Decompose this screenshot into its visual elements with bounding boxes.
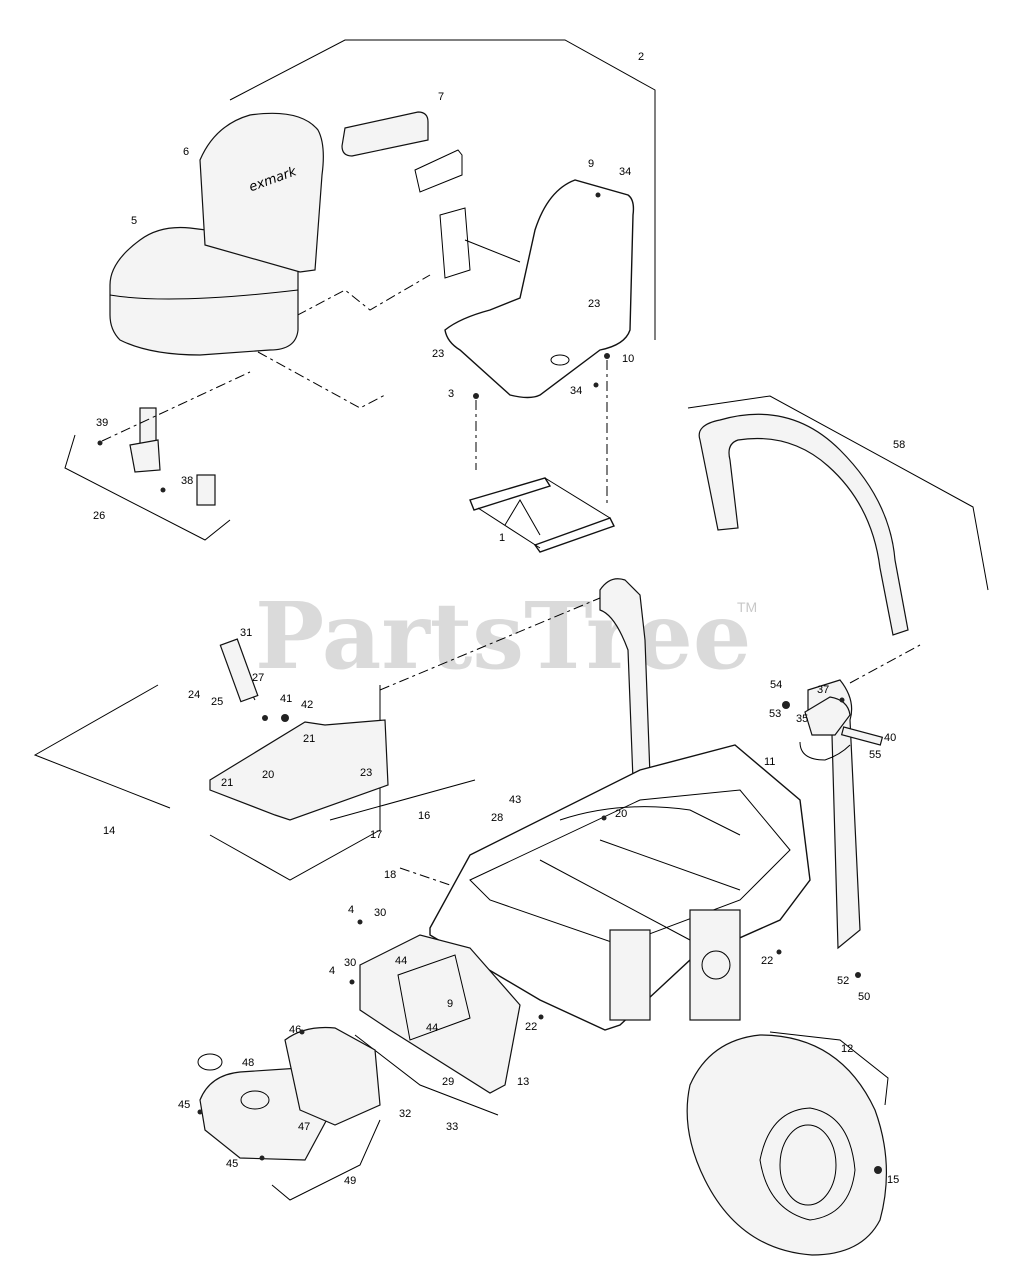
watermark-text: PartsTree	[255, 582, 751, 690]
seat-back: exmark	[199, 112, 324, 273]
label-11: 11	[764, 756, 775, 768]
label-25: 25	[211, 696, 223, 708]
label-13: 13	[517, 1076, 529, 1088]
label-30b: 30	[344, 957, 356, 969]
rops-bar	[687, 395, 989, 636]
label-40: 40	[884, 732, 896, 744]
label-20a: 20	[262, 769, 274, 781]
label-58: 58	[893, 439, 905, 451]
watermark-tm: TM	[737, 599, 757, 615]
label-42: 42	[301, 699, 313, 711]
label-47: 47	[298, 1121, 310, 1133]
rear-tire	[686, 1031, 889, 1256]
label-39: 39	[96, 417, 108, 429]
linkage-leader-2	[399, 867, 451, 886]
label-4a: 4	[348, 904, 354, 916]
seat-cushion	[109, 226, 299, 356]
label-46: 46	[289, 1024, 301, 1036]
label-38: 38	[181, 475, 193, 487]
label-34a: 34	[619, 166, 631, 178]
label-54: 54	[770, 679, 782, 691]
label-10: 10	[622, 353, 634, 365]
label-4b: 4	[329, 965, 335, 977]
label-3: 3	[448, 388, 454, 400]
frame	[429, 744, 811, 1031]
label-27: 27	[252, 672, 264, 684]
label-28: 28	[491, 812, 503, 824]
label-31: 31	[240, 627, 252, 639]
label-12: 12	[841, 1043, 853, 1055]
label-9b: 9	[447, 998, 453, 1010]
label-7: 7	[438, 91, 444, 103]
label-20b: 20	[615, 808, 627, 820]
label-26: 26	[93, 510, 105, 522]
label-55: 55	[869, 749, 881, 761]
label-18: 18	[384, 869, 396, 881]
label-23a: 23	[588, 298, 600, 310]
label-44a: 44	[395, 955, 407, 967]
label-49: 49	[344, 1175, 356, 1187]
label-21b: 21	[221, 777, 233, 789]
label-2: 2	[638, 51, 644, 63]
label-53: 53	[769, 708, 781, 720]
label-9a: 9	[588, 158, 594, 170]
label-16: 16	[418, 810, 430, 822]
seat-switch-assembly	[799, 696, 884, 761]
label-34b: 34	[570, 385, 582, 397]
label-23b: 23	[432, 348, 444, 360]
label-45a: 45	[178, 1099, 190, 1111]
control-linkage	[33, 638, 476, 881]
label-14: 14	[103, 825, 115, 837]
part-labels: 1 2 3 4 4 5 6 7 9 9 10 11 12 13 14 15 16…	[93, 51, 905, 1187]
label-32: 32	[399, 1108, 411, 1120]
label-45b: 45	[226, 1158, 238, 1170]
label-22b: 22	[525, 1021, 537, 1033]
label-48: 48	[242, 1057, 254, 1069]
fuel-tank	[197, 1026, 381, 1201]
seat-base	[439, 179, 635, 399]
label-41: 41	[280, 693, 292, 705]
label-24: 24	[188, 689, 200, 701]
seat-group-bracket	[229, 39, 656, 409]
label-22a: 22	[761, 955, 773, 967]
seat-belt	[64, 371, 251, 541]
seat-slides	[469, 477, 615, 553]
label-35: 35	[796, 713, 808, 725]
label-6: 6	[183, 146, 189, 158]
label-43: 43	[509, 794, 521, 806]
label-52: 52	[837, 975, 849, 987]
frame-guard-plate	[354, 934, 521, 1116]
label-37: 37	[817, 684, 829, 696]
label-33: 33	[446, 1121, 458, 1133]
label-1: 1	[499, 532, 505, 544]
label-21a: 21	[303, 733, 315, 745]
armrest	[341, 111, 463, 193]
label-44b: 44	[426, 1022, 438, 1034]
label-30a: 30	[374, 907, 386, 919]
label-23c: 23	[360, 767, 372, 779]
hardware-fasteners	[97, 192, 882, 1174]
label-29: 29	[442, 1076, 454, 1088]
label-15: 15	[887, 1174, 899, 1186]
label-17: 17	[370, 829, 382, 841]
label-50: 50	[858, 991, 870, 1003]
linkage-leader	[379, 597, 601, 691]
label-5: 5	[131, 215, 137, 227]
